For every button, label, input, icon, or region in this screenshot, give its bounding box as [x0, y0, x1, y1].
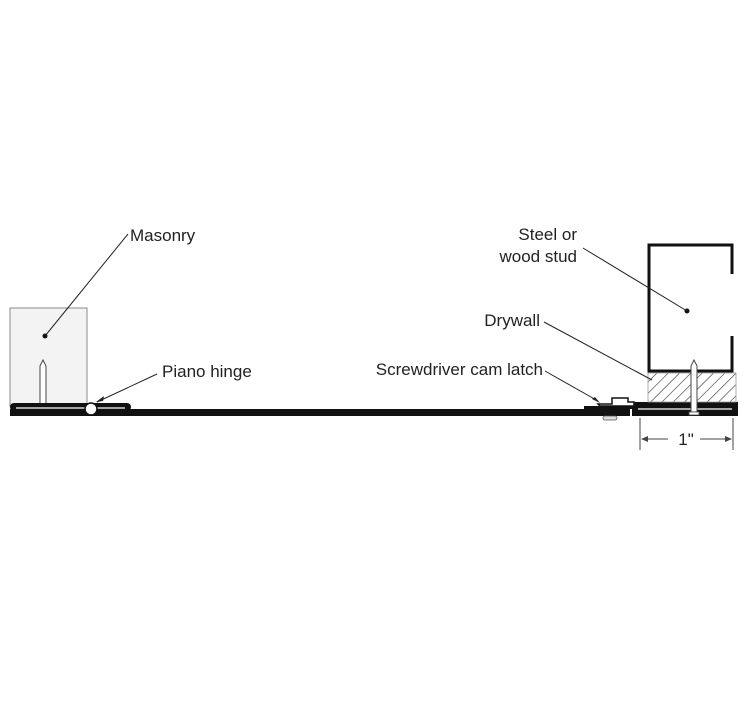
label-masonry: Masonry: [130, 226, 196, 245]
masonry-leader: [44, 233, 129, 337]
label-stud-line1: Steel or: [518, 225, 577, 244]
cam-latch-arrowhead: [592, 397, 600, 403]
label-dimension: 1": [678, 430, 694, 449]
label-stud-line2: wood stud: [499, 247, 578, 266]
drywall-leader: [543, 321, 653, 381]
frame-flange: [632, 402, 738, 409]
piano-hinge-leader: [96, 373, 158, 403]
dimension-arrow-right: [725, 436, 732, 442]
access-panel-door: [10, 409, 630, 416]
masonry-block: [9, 307, 88, 407]
label-cam-latch: Screwdriver cam latch: [376, 360, 543, 379]
drywall-screw-head: [688, 411, 700, 416]
piano-hinge-pin: [84, 402, 98, 416]
drywall-screw: [690, 358, 698, 413]
cam-latch-knob: [602, 415, 618, 421]
frame-bottom: [632, 409, 738, 416]
label-piano-hinge: Piano hinge: [162, 362, 252, 381]
cam-latch-base: [584, 406, 634, 409]
steel-stud: [647, 243, 734, 373]
cam-latch-leader: [544, 370, 599, 402]
piano-hinge-arrowhead: [96, 396, 104, 402]
dimension-arrow-left: [641, 436, 648, 442]
stud-leader: [582, 247, 688, 312]
label-drywall: Drywall: [484, 311, 540, 330]
cam-latch: [596, 397, 635, 407]
